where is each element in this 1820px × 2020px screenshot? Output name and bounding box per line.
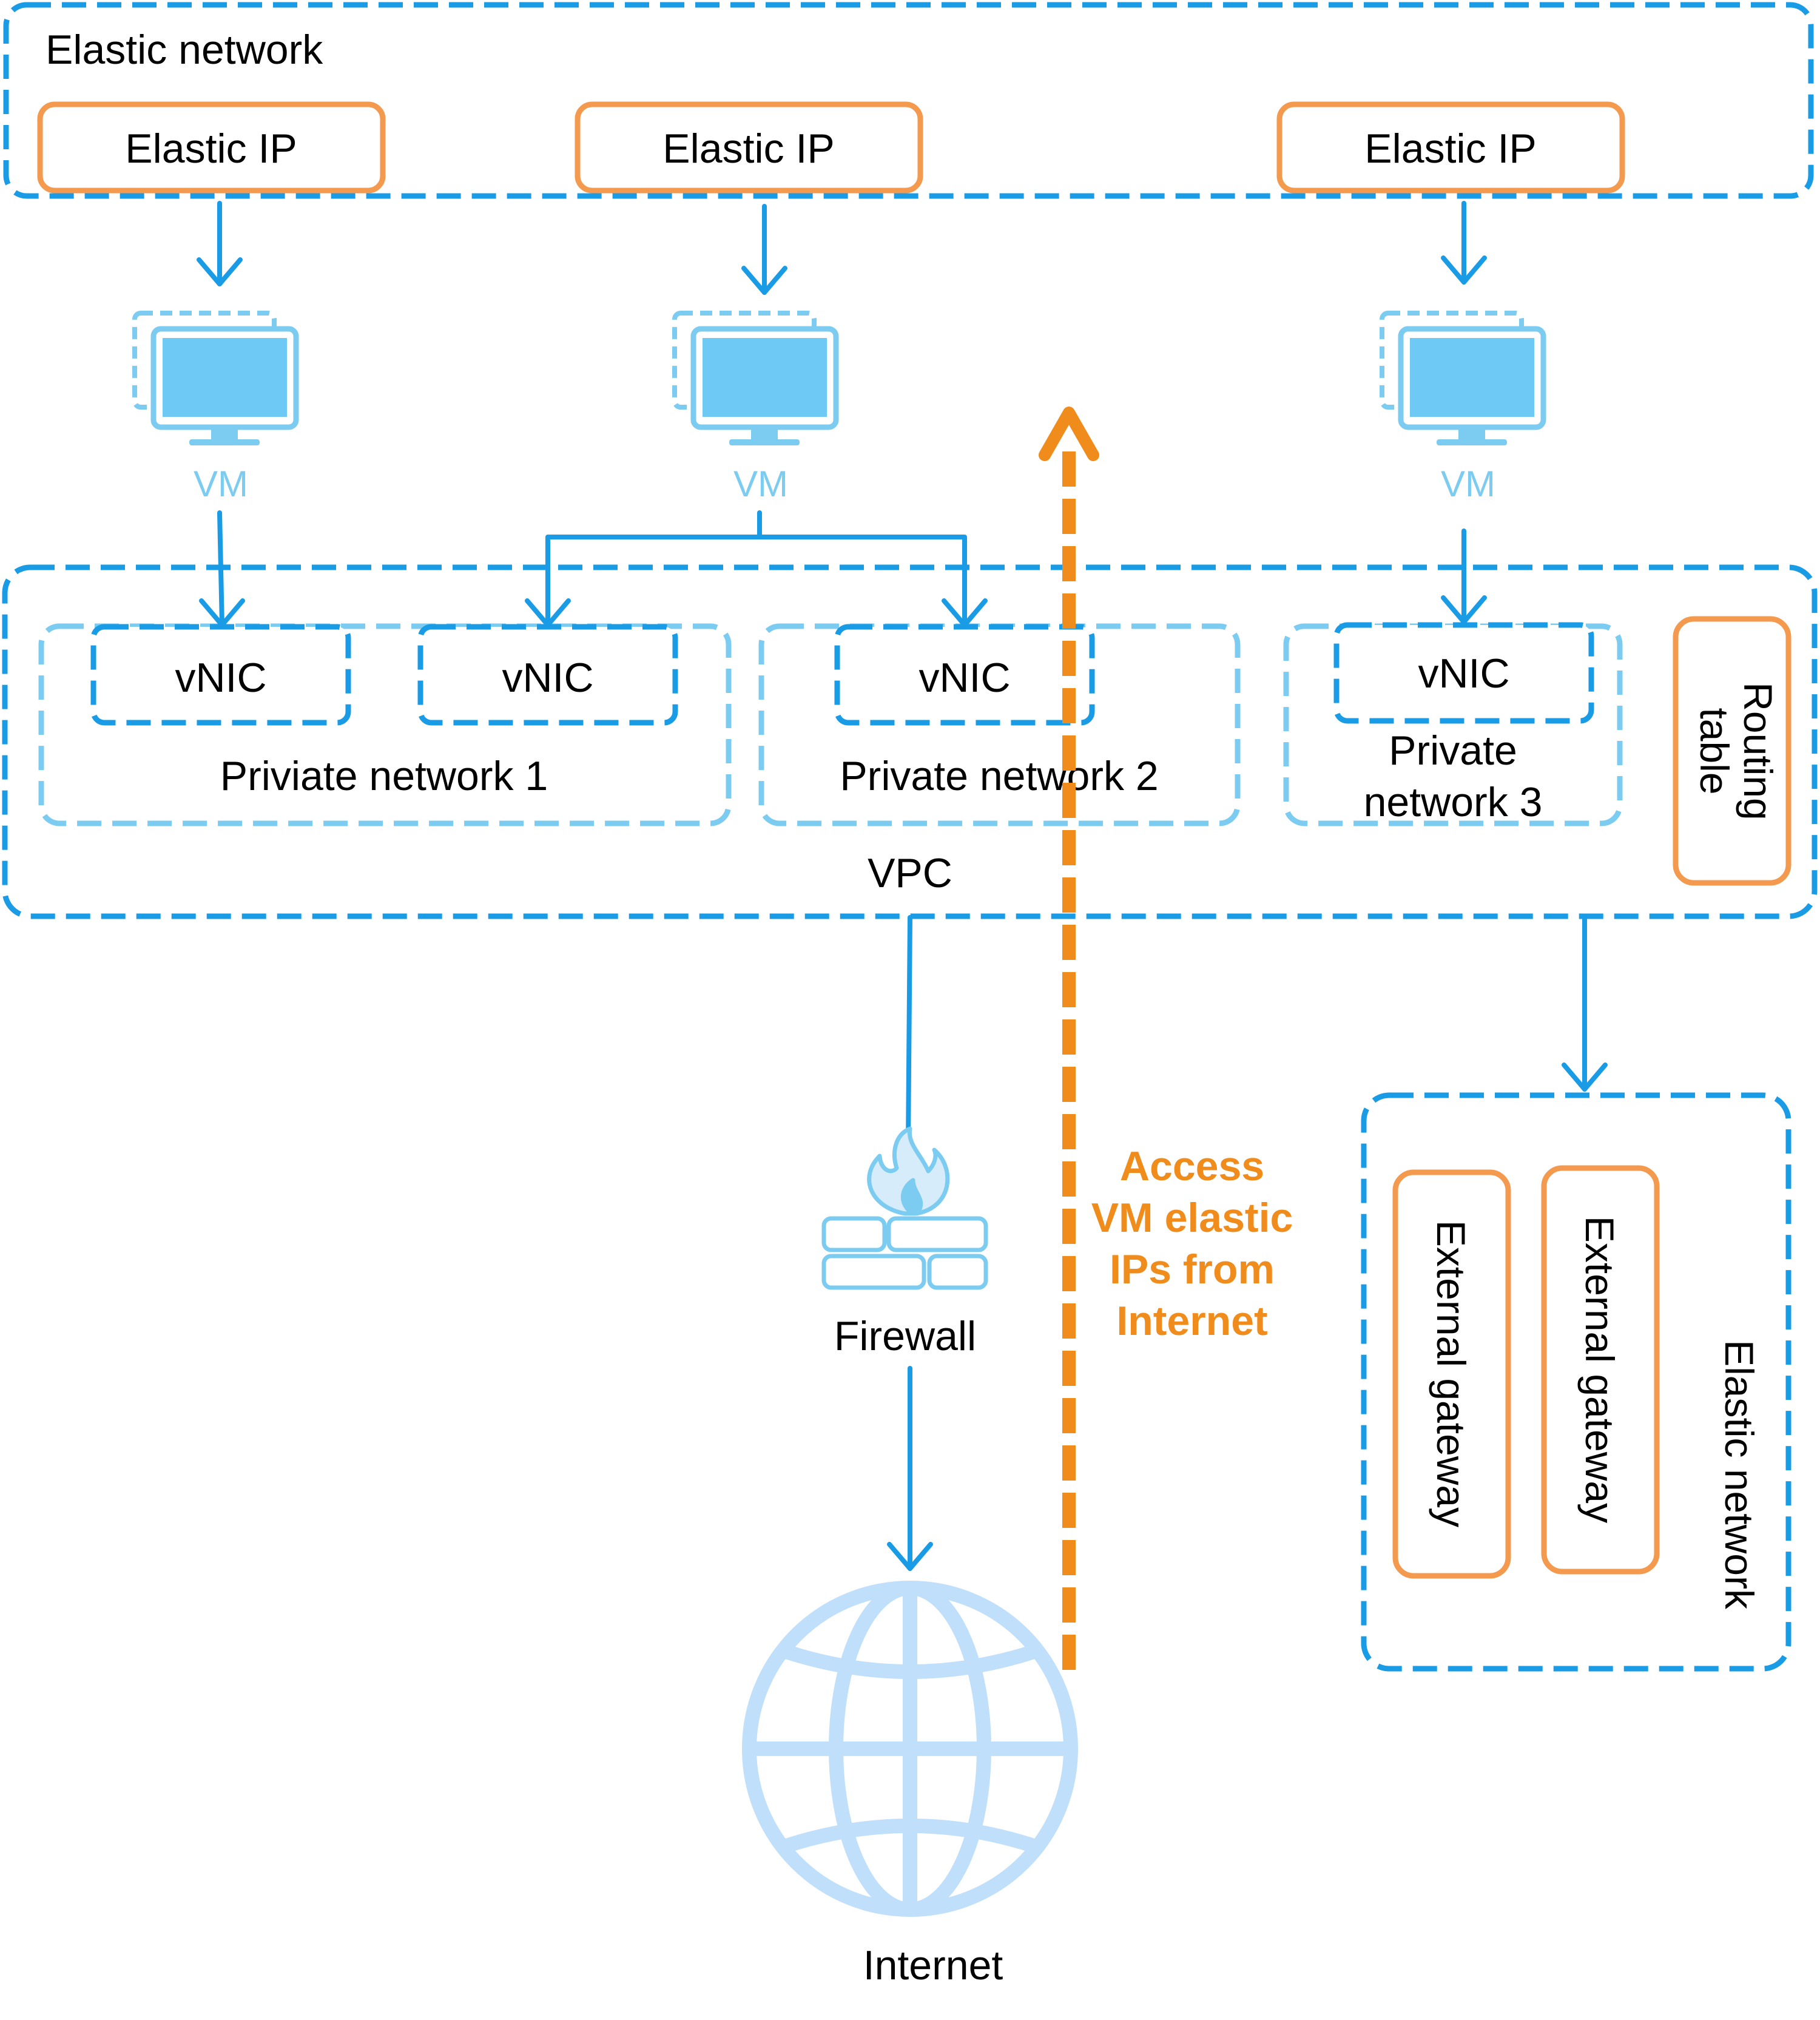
globe-icon [742,1581,1078,1917]
vnic-3: vNIC [834,624,1095,726]
external-gateway-2-label: External gateway [1577,1216,1622,1523]
monitor-icon [132,311,299,445]
vpc-label: VPC [868,850,952,896]
elastic-ip-3-label: Elastic IP [1364,126,1536,172]
access-note-line3: IPs from [1110,1246,1275,1292]
firewall-to-internet-arrow [887,1366,933,1571]
external-gateway-1: External gateway [1392,1169,1511,1579]
vnic-4: vNIC [1333,622,1594,724]
private-network-1-label: Priviate network 1 [220,753,548,799]
vm-3: VM [1380,311,1546,504]
firewall: Firewall [821,1126,988,1359]
external-gateway-1-label: External gateway [1429,1220,1474,1527]
bottom-elastic-network: Elastic network [1361,1092,1791,1672]
routing-table-line1: Routing [1736,682,1781,820]
elastic-ip-1-label: Elastic IP [125,126,297,172]
vnic-3-label: vNIC [918,655,1010,701]
vnic-2: vNIC [417,624,678,726]
monitor-icon [672,311,839,445]
internet: Internet [742,1581,1078,1988]
internet-access-arrow [1039,407,1099,1670]
vm-3-label: VM [1441,464,1495,504]
access-note-line2: VM elastic [1091,1195,1293,1241]
internet-label: Internet [863,1942,1003,1988]
vnic-2-label: vNIC [502,655,593,701]
elastic-ip-1: Elastic IP [37,101,386,194]
private-network-2-label: Private network 2 [840,753,1158,799]
vnic-4-label: vNIC [1418,650,1509,697]
vm-2-label: VM [733,464,788,504]
vnic-1: vNIC [90,624,351,726]
elastic-ip-2: Elastic IP [575,101,923,194]
firewall-label: Firewall [834,1313,976,1359]
external-gateway-2: External gateway [1541,1165,1660,1575]
access-note-line1: Access [1120,1143,1264,1189]
vm-1: VM [132,311,299,504]
vm-2: VM [672,311,839,504]
top-elastic-network: Elastic network [3,2,1814,199]
access-note-line4: Internet [1116,1298,1267,1344]
private-network-3-line1: Private [1389,728,1517,774]
vnic-1-label: vNIC [175,655,266,701]
eip-to-vm-arrows [197,201,1487,295]
access-note: Access VM elastic IPs from Internet [1091,1143,1293,1344]
elastic-ip-2-label: Elastic IP [662,126,834,172]
routing-table-line2: table [1692,708,1737,794]
monitor-icon [1380,311,1546,445]
vpc-container: VPC [2,564,1818,919]
vm-to-vnic-arrows [199,510,1487,627]
routing-table: Routing table [1673,616,1791,886]
private-network-3-line2: network 3 [1364,779,1543,825]
vpc-to-firewall-line [906,915,912,1146]
vm-1-label: VM [194,464,248,504]
firewall-icon [821,1126,988,1290]
private-network-2: Private network 2 [758,623,1241,826]
vpc-to-gateway-arrow [1562,915,1608,1092]
elastic-ip-3: Elastic IP [1276,101,1625,194]
bottom-network-label: Elastic network [1717,1340,1762,1610]
private-network-1: Priviate network 1 [38,623,732,826]
top-network-label: Elastic network [46,27,323,73]
